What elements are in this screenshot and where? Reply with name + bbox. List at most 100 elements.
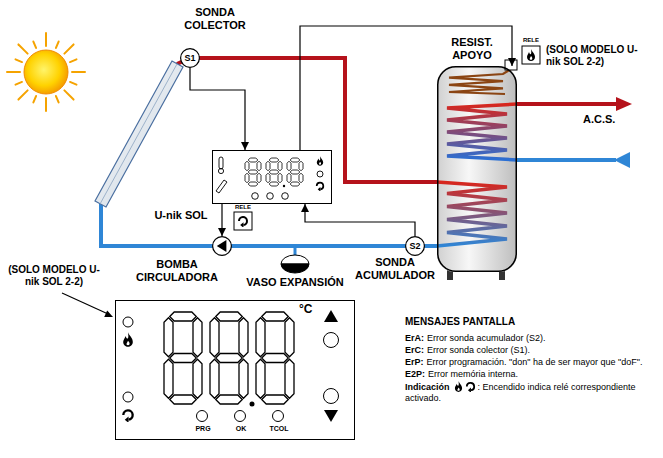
sensor-circle: S1 [180,48,200,68]
display-segment [210,359,219,398]
display-segment [216,395,243,404]
display-segment [278,161,282,171]
display-segment [245,161,249,171]
display-segment [170,395,197,404]
part-label: (SOLO MODELO U-nik SOL 2-2) [546,44,638,67]
display-segment [256,359,265,398]
solar-coil [437,182,507,246]
relay-box [522,46,540,64]
tank-outline [438,67,517,272]
sun-ray [70,82,76,85]
collector-edge [100,64,177,204]
led [317,171,323,177]
expansion-vessel [281,264,309,273]
button [324,389,339,404]
display-segment [278,173,282,183]
front-panel: °CPRGOKTCOL [115,300,355,440]
button [235,411,246,422]
message-code: ErP: [405,357,424,367]
part-label: SONDA ACUMULADOR [355,256,435,281]
message-row: ErA:Error sonda acumulador (S2). [405,333,660,344]
legend-heading: MENSAJES PANTALLA [405,316,655,328]
sun-ray [72,71,85,73]
cold-pipe [101,204,437,246]
sun-ray [16,59,22,62]
display-segment [164,318,173,357]
display-segment [287,173,291,183]
display-segment [216,354,243,363]
decimal-dot [283,185,285,187]
pump-triangle [217,240,227,252]
message-row: E2P:Error memória interna. [405,369,660,380]
up-arrow [324,310,338,322]
tank-body [437,66,517,272]
signal-wire [305,204,415,236]
flame-icon [527,49,535,61]
display-segment [245,173,249,183]
sun-ray [64,44,73,53]
thermometer-icon [219,157,223,169]
node-label: PRG [183,425,223,433]
part-label: SONDA COLECTOR [175,6,255,31]
display-segment [269,170,279,174]
part-label: (SOLO MODELO U-nik SOL 2-2) [5,264,103,287]
message-text: Error memória interna. [428,369,518,379]
sun-ray [18,90,27,99]
node-label: S1 [180,53,200,63]
display-segment [266,173,270,183]
display-segment [290,158,300,162]
display-segment [210,318,219,357]
display-segment [269,182,279,186]
message-row: ErC:Error sonda colector (S1). [405,345,660,356]
message-row: Indicación: Encendido indica relé corres… [405,381,660,404]
display-segment [299,173,303,183]
display-segment [285,318,294,357]
message-code: ErA: [405,333,424,343]
controller-display [245,158,303,186]
sun-ray [56,42,59,48]
node-outline [212,236,232,256]
display-segment [266,161,270,171]
sun-ray [56,96,59,102]
cold-water-pipe [517,158,616,162]
decimal-dot [250,402,255,407]
storage-tank: RESIST. APOYO [437,66,517,272]
display-segment [248,170,258,174]
sun-ray [16,82,22,85]
display-segment [248,158,258,162]
relay-box [234,212,252,230]
sun-ray [70,59,76,62]
heater-coil [449,69,511,94]
display-segment [257,173,261,183]
pump-icon [123,410,132,423]
message-code: E2P: [405,369,425,379]
display-segment [290,182,300,186]
node-label: BOMBA CIRCULADORA [127,258,227,283]
signal-wire [300,26,512,150]
button [197,411,208,422]
node-label: U-nik SOL [151,209,211,222]
down-arrow [324,410,338,422]
flame-icon [454,381,461,392]
sun-ray [45,33,47,46]
display-segment [216,312,243,321]
button [324,333,339,348]
message-code: ErC: [405,345,424,355]
display-segment [256,318,265,357]
hot-pipe [177,58,437,182]
arrow-head [614,152,630,168]
controller-box: U-nik SOL [212,150,332,204]
node-label: TCOL [259,425,299,433]
node-circle [181,49,200,68]
message-row: ErP:Error programación. "don" ha de ser … [405,357,660,368]
display-segment [248,182,258,186]
sun-ray [7,71,20,73]
node-label: °C [299,303,323,317]
display-segment [262,312,289,321]
display-segment [239,359,248,398]
node-label: RESIST. APOYO [437,36,507,61]
leader-line [62,293,107,314]
tank-coils [437,69,517,246]
circulation-pump: BOMBA CIRCULADORA [212,236,232,256]
